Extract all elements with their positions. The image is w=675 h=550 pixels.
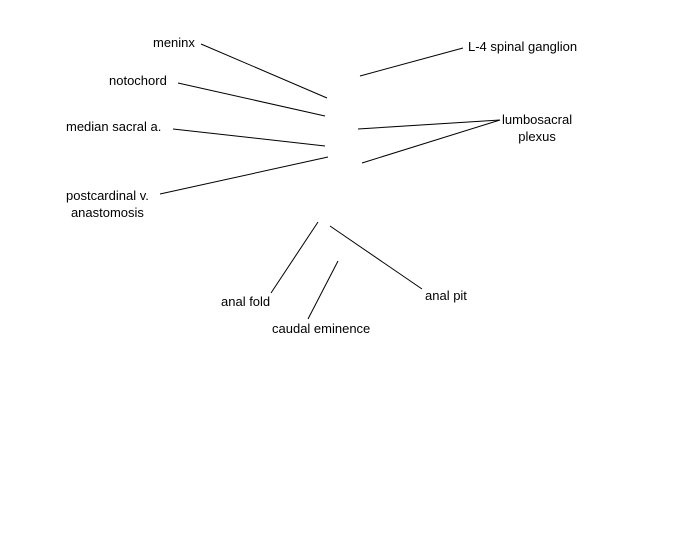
label-meninx: meninx	[153, 35, 195, 50]
label-postcardinal-v-anastomosis: postcardinal v. anastomosis	[66, 187, 149, 221]
label-lumbosacral-line-1: lumbosacral	[502, 112, 573, 127]
label-notochord: notochord	[109, 73, 167, 88]
label-postcardinal-line-1: postcardinal v.	[66, 188, 149, 203]
leader-line-postcardinal	[159, 156, 329, 195]
label-caudal-eminence: caudal eminence	[272, 321, 371, 336]
leader-line-median-sacral	[172, 128, 326, 147]
leader-line-notochord	[177, 82, 326, 117]
leader-line-anal-fold	[270, 221, 319, 294]
leader-line-lumbosacral-lower	[361, 119, 501, 164]
label-anal-pit: anal pit	[425, 288, 467, 303]
label-lumbosacral-plexus: lumbosacral plexus	[502, 111, 572, 145]
leader-line-meninx	[200, 43, 328, 99]
leader-line-l4-spinal-ganglion	[359, 47, 464, 77]
label-anal-fold: anal fold	[221, 294, 271, 309]
leader-line-anal-pit	[329, 225, 423, 290]
label-postcardinal-line-2: anastomosis	[70, 205, 144, 220]
leader-line-lumbosacral-upper	[357, 119, 501, 130]
label-l4-spinal-ganglion: L-4 spinal ganglion	[468, 39, 578, 54]
label-lumbosacral-line-2: plexus	[518, 129, 556, 144]
leader-line-caudal-eminence	[307, 260, 339, 320]
label-median-sacral-a: median sacral a.	[66, 119, 162, 134]
